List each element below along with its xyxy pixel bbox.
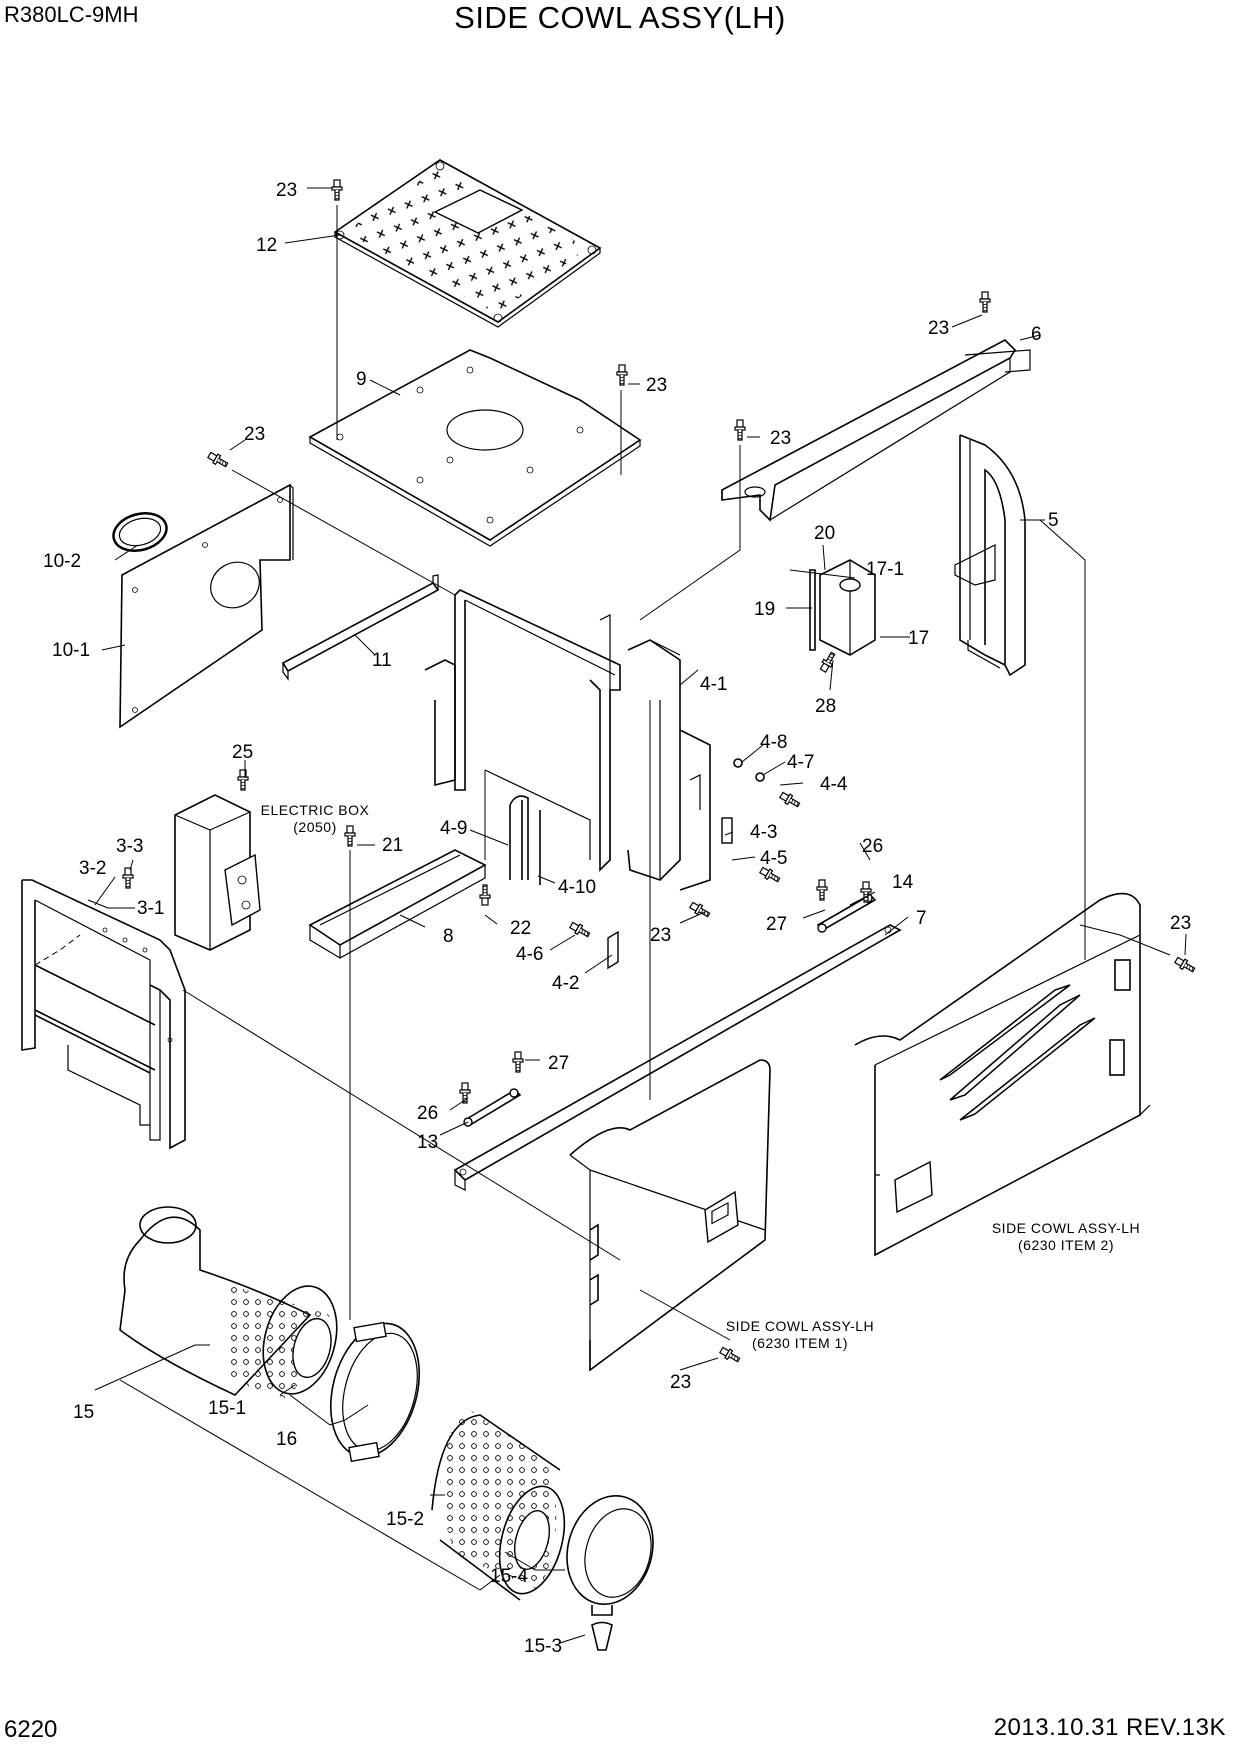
callout-17-1: 17-1 <box>866 559 904 580</box>
callout-4-9: 4-9 <box>440 818 467 839</box>
callout-27: 27 <box>548 1053 569 1074</box>
side-cowl-item2-ref: (6230 ITEM 2) <box>1018 1237 1114 1253</box>
electric-box-note: ELECTRIC BOX <box>261 802 370 818</box>
callout-12: 12 <box>256 235 277 256</box>
callout-23: 23 <box>276 180 297 201</box>
clamp-band-16 <box>329 1321 421 1463</box>
callout-labels: 23 12 23 6 9 23 23 23 5 10-2 20 17-1 19 … <box>43 180 1191 1657</box>
callout-26: 26 <box>417 1103 438 1124</box>
callout-4-6: 4-6 <box>516 944 543 965</box>
reference-notes: ELECTRIC BOX (2050) SIDE COWL ASSY-LH (6… <box>261 802 1140 1351</box>
callout-15-4: 15-4 <box>490 1566 528 1587</box>
side-cowl-item1-note: SIDE COWL ASSY-LH <box>726 1318 874 1334</box>
callout-8: 8 <box>443 926 454 947</box>
callout-15-1: 15-1 <box>208 1398 246 1419</box>
mounting-plate-9 <box>308 349 642 547</box>
callout-14: 14 <box>892 872 914 893</box>
side-cowl-item2-note: SIDE COWL ASSY-LH <box>992 1220 1140 1236</box>
callout-11: 11 <box>372 650 392 671</box>
callout-16: 16 <box>276 1429 297 1450</box>
callout-3-3: 3-3 <box>116 836 143 857</box>
callout-15-2: 15-2 <box>386 1509 424 1530</box>
callout-3-2: 3-2 <box>79 858 106 879</box>
callout-19: 19 <box>754 599 775 620</box>
page-number: 6220 <box>4 1716 58 1743</box>
side-panel-10-1 <box>119 483 294 729</box>
callout-5: 5 <box>1048 510 1059 531</box>
callout-4-8: 4-8 <box>760 732 787 753</box>
callout-13: 13 <box>417 1132 438 1153</box>
guard-frame-3-1 <box>21 879 186 1150</box>
callout-23: 23 <box>650 925 671 946</box>
callout-10-2: 10-2 <box>43 551 81 572</box>
callout-28: 28 <box>815 696 836 717</box>
air-cleaner-housing-15 <box>119 1206 338 1400</box>
page-title: SIDE COWL ASSY(LH) <box>454 0 786 35</box>
callout-17: 17 <box>908 628 929 649</box>
callout-23: 23 <box>646 375 667 396</box>
callout-4-2: 4-2 <box>552 973 579 994</box>
latch-13 <box>463 1088 522 1127</box>
callout-23: 23 <box>928 318 949 339</box>
callout-15: 15 <box>73 1402 94 1423</box>
callout-9: 9 <box>356 369 367 390</box>
callout-22: 22 <box>510 918 531 939</box>
support-bracket-5 <box>954 434 1026 677</box>
reservoir-tank-17 <box>809 559 876 656</box>
callout-3-1: 3-1 <box>137 898 164 919</box>
callout-23: 23 <box>1170 913 1191 934</box>
side-cowl-door-item2 <box>854 892 1151 1257</box>
callout-23: 23 <box>244 424 265 445</box>
callout-4-1: 4-1 <box>700 674 727 695</box>
seal-ring-10-2 <box>112 512 168 552</box>
callout-4-10: 4-10 <box>558 877 596 898</box>
u-bolt-4-9 <box>509 795 541 885</box>
clip-3-2 <box>87 899 109 909</box>
callout-4-3: 4-3 <box>750 822 777 843</box>
callout-20: 20 <box>814 523 835 544</box>
crossbar-6 <box>721 339 1031 522</box>
side-cowl-item1-ref: (6230 ITEM 1) <box>752 1335 848 1351</box>
electric-box-ref: (2050) <box>293 819 336 835</box>
electric-box <box>174 794 261 951</box>
callout-23: 23 <box>770 428 791 449</box>
frame-4-1 <box>424 589 711 891</box>
dust-valve-15-3 <box>591 1621 613 1651</box>
perforated-cover-plate-12 <box>333 159 602 328</box>
callout-26: 26 <box>862 836 883 857</box>
bracket-11 <box>281 574 440 681</box>
filter-element-15-2 <box>431 1410 566 1601</box>
callout-27: 27 <box>766 914 787 935</box>
model-code: R380LC-9MH <box>4 2 139 27</box>
tray-8 <box>308 849 487 960</box>
end-cap-15-4 <box>566 1494 654 1616</box>
side-cowl-door-item1 <box>569 1059 771 1372</box>
callout-4-5: 4-5 <box>760 848 787 869</box>
callout-21: 21 <box>382 835 403 856</box>
callout-4-7: 4-7 <box>787 752 814 773</box>
callout-15-3: 15-3 <box>524 1636 562 1657</box>
callout-10-1: 10-1 <box>52 640 90 661</box>
callout-4-4: 4-4 <box>820 774 848 795</box>
callout-7: 7 <box>916 908 927 929</box>
leader-lines <box>94 187 1187 1644</box>
callout-6: 6 <box>1031 324 1042 345</box>
callout-23: 23 <box>670 1372 691 1393</box>
callout-25: 25 <box>232 742 253 763</box>
revision-date: 2013.10.31 REV.13K <box>993 1714 1226 1741</box>
